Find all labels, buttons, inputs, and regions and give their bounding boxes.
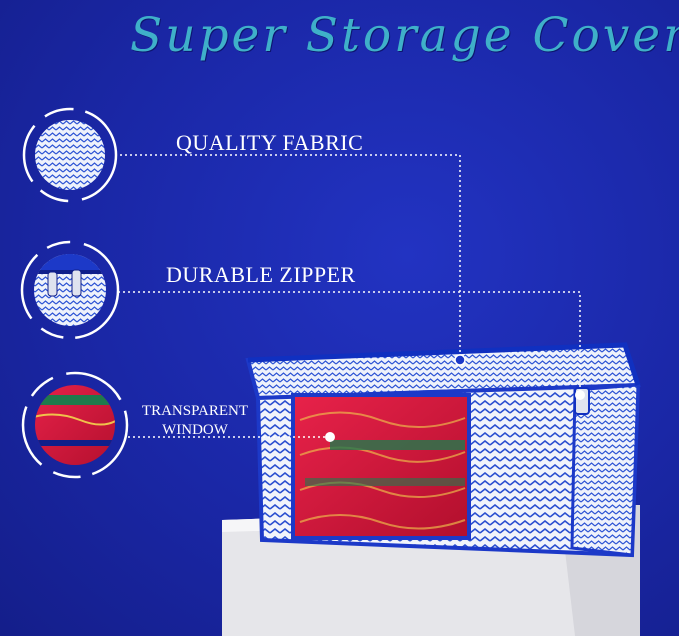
zipper-marker (575, 390, 585, 400)
feature-label-durable-zipper: DURABLE ZIPPER (166, 262, 356, 287)
feature-label-quality-fabric: QUALITY FABRIC (176, 130, 364, 155)
fabric-marker (454, 354, 466, 366)
feature-label-line: WINDOW (162, 422, 228, 438)
window-fabric-icon (21, 371, 129, 479)
feature-label-transparent-window: TRANSPARENT WINDOW (140, 402, 250, 440)
zipper-icon (20, 240, 120, 340)
banner-title: Super Storage Cover (130, 8, 679, 63)
feature-label-line: TRANSPARENT (141, 403, 249, 419)
leader-lines (118, 154, 581, 438)
fabric-swatch-icon (22, 107, 118, 203)
window-marker (325, 432, 335, 442)
